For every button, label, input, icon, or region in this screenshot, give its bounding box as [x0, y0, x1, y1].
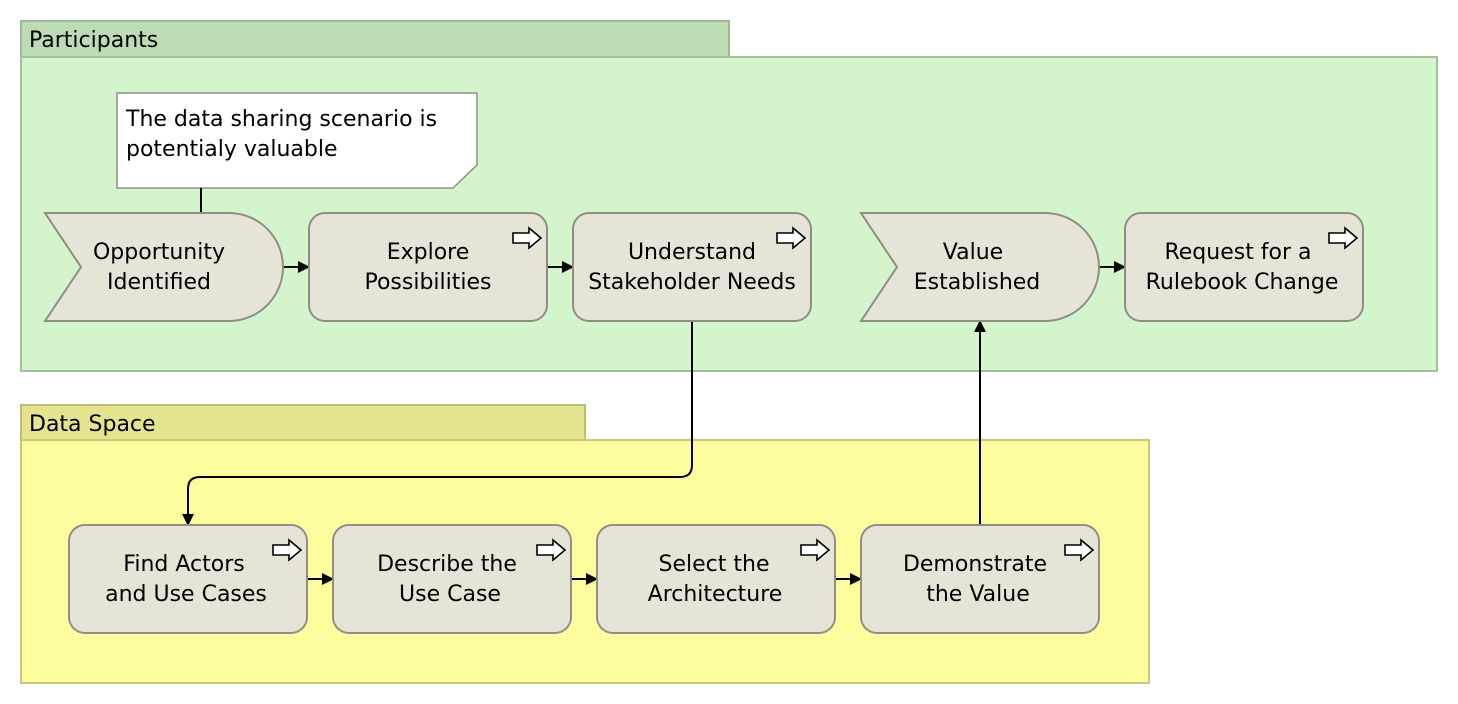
lane-participants-label: Participants: [29, 28, 158, 53]
process-select-label-line1: Select the: [659, 552, 770, 577]
process-find-actors-use-cases[interactable]: Find Actors and Use Cases: [68, 524, 308, 634]
event-value-label-line2: Established: [914, 270, 1041, 295]
process-find-label-line1: Find Actors: [123, 552, 244, 577]
process-select-label-line2: Architecture: [648, 582, 783, 607]
process-explore-label-line2: Possibilities: [364, 270, 491, 295]
lane-participants-header: [20, 20, 730, 58]
process-select-architecture[interactable]: Select the Architecture: [596, 524, 836, 634]
process-demonstrate-label-line1: Demonstrate: [903, 552, 1047, 577]
process-understand-stakeholder-needs[interactable]: Understand Stakeholder Needs: [572, 212, 812, 322]
process-demonstrate-value[interactable]: Demonstrate the Value: [860, 524, 1100, 634]
event-opportunity-label-line1: Opportunity: [93, 240, 225, 265]
lane-data-space-label: Data Space: [29, 412, 156, 437]
process-request-label-line2: Rulebook Change: [1146, 270, 1339, 295]
arrow-understand-to-find: [182, 321, 693, 526]
process-understand-label-line2: Stakeholder Needs: [588, 270, 796, 295]
process-explore-label-line1: Explore: [387, 240, 470, 265]
event-opportunity-label-line2: Identified: [107, 270, 211, 295]
annotation-note: The data sharing scenario is potentialy …: [116, 92, 478, 213]
connectors: [182, 261, 1126, 585]
annotation-note-line1: The data sharing scenario is: [125, 107, 437, 132]
event-value-label-line1: Value: [943, 240, 1003, 265]
lane-data-space-header: [20, 404, 586, 441]
event-opportunity-identified[interactable]: Opportunity Identified: [43, 212, 284, 322]
process-find-label-line2: and Use Cases: [105, 582, 267, 607]
process-describe-label-line1: Describe the: [377, 552, 517, 577]
process-demonstrate-label-line2: the Value: [926, 582, 1030, 607]
event-value-established[interactable]: Value Established: [859, 212, 1100, 322]
process-explore-possibilities[interactable]: Explore Possibilities: [308, 212, 548, 322]
process-request-rulebook-change[interactable]: Request for a Rulebook Change: [1124, 212, 1364, 322]
process-understand-label-line1: Understand: [628, 240, 756, 265]
annotation-note-line2: potentialy valuable: [126, 137, 338, 162]
process-request-label-line1: Request for a: [1164, 240, 1311, 265]
process-describe-use-case[interactable]: Describe the Use Case: [332, 524, 572, 634]
process-describe-label-line2: Use Case: [399, 582, 501, 607]
